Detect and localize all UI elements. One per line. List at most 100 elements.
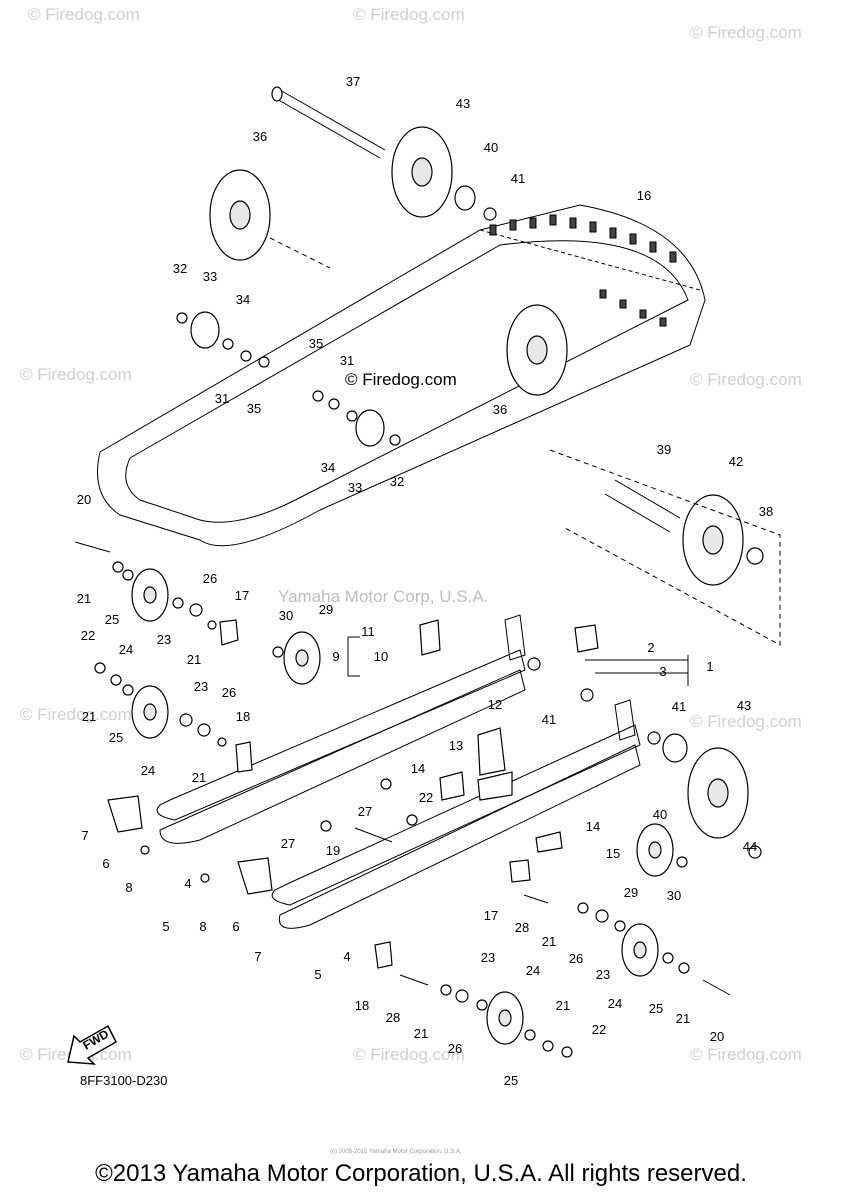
callout-41: 41 <box>511 171 525 186</box>
callout-40: 40 <box>484 140 498 155</box>
center-watermark: Yamaha Motor Corp, U.S.A. <box>278 587 488 606</box>
callout-15: 15 <box>606 846 620 861</box>
callout-17: 17 <box>235 588 249 603</box>
callout-30: 30 <box>667 888 681 903</box>
callout-20: 20 <box>710 1029 724 1044</box>
callout-23: 23 <box>157 632 171 647</box>
callout-21: 21 <box>187 652 201 667</box>
callout-36: 36 <box>493 402 507 417</box>
callout-32: 32 <box>173 261 187 276</box>
callout-12: 12 <box>488 697 502 712</box>
slide-rails <box>156 614 641 929</box>
callout-24: 24 <box>608 996 622 1011</box>
callout-27: 27 <box>281 836 295 851</box>
track-belt <box>97 204 706 547</box>
callout-4: 4 <box>343 949 350 964</box>
callout-26: 26 <box>448 1041 462 1056</box>
callout-26: 26 <box>222 685 236 700</box>
callout-4: 4 <box>184 876 191 891</box>
callout-39: 39 <box>657 442 671 457</box>
callout-29: 29 <box>624 885 638 900</box>
callout-20: 20 <box>77 492 91 507</box>
watermark: © Firedog.com <box>28 5 140 24</box>
watermark: © Firedog.com <box>345 370 457 389</box>
watermark: © Firedog.com <box>20 365 132 384</box>
callout-10: 10 <box>374 649 388 664</box>
callout-21: 21 <box>676 1011 690 1026</box>
callout-21: 21 <box>414 1026 428 1041</box>
callout-21: 21 <box>542 934 556 949</box>
callout-34: 34 <box>321 460 335 475</box>
callout-26: 26 <box>569 951 583 966</box>
watermark: © Firedog.com <box>353 1045 465 1064</box>
callout-33: 33 <box>203 269 217 284</box>
callout-24: 24 <box>526 963 540 978</box>
callout-25: 25 <box>105 612 119 627</box>
callout-8: 8 <box>125 880 132 895</box>
callout-21: 21 <box>556 998 570 1013</box>
callout-41: 41 <box>542 712 556 727</box>
callout-23: 23 <box>194 679 208 694</box>
tiny-copyright: (c) 2005-2015 Yamaha Motor Corporation, … <box>330 1149 462 1155</box>
leader-lines <box>269 237 781 686</box>
callout-44: 44 <box>743 839 757 854</box>
callout-8: 8 <box>199 919 206 934</box>
callout-1: 1 <box>706 659 713 674</box>
callout-5: 5 <box>314 967 321 982</box>
callout-41: 41 <box>672 699 686 714</box>
washers <box>94 207 764 1058</box>
callout-23: 23 <box>481 950 495 965</box>
callout-33: 33 <box>348 480 362 495</box>
callout-31: 31 <box>215 391 229 406</box>
callout-9: 9 <box>332 649 339 664</box>
callout-25: 25 <box>504 1073 518 1088</box>
callout-29: 29 <box>319 602 333 617</box>
watermark: © Firedog.com <box>690 23 802 42</box>
callout-43: 43 <box>456 96 470 111</box>
callout-24: 24 <box>119 642 133 657</box>
callout-38: 38 <box>759 504 773 519</box>
callout-17: 17 <box>484 908 498 923</box>
callout-30: 30 <box>279 608 293 623</box>
callout-3: 3 <box>659 664 666 679</box>
callout-28: 28 <box>515 920 529 935</box>
watermark: © Firedog.com <box>20 705 132 724</box>
idler-wheels <box>209 126 749 839</box>
callout-16: 16 <box>637 188 651 203</box>
callout-6: 6 <box>102 856 109 871</box>
bogie-wheels <box>131 311 674 1045</box>
watermark: © Firedog.com <box>690 1045 802 1064</box>
watermark: © Firedog.com <box>690 370 802 389</box>
callout-34: 34 <box>236 292 250 307</box>
diagram-code: 8FF3100-D230 <box>80 1073 167 1088</box>
callout-21: 21 <box>77 591 91 606</box>
callout-28: 28 <box>386 1010 400 1025</box>
callout-43: 43 <box>737 698 751 713</box>
callout-5: 5 <box>162 919 169 934</box>
callout-32: 32 <box>390 474 404 489</box>
callout-7: 7 <box>81 828 88 843</box>
copyright-notice: ©2013 Yamaha Motor Corporation, U.S.A. A… <box>95 1160 747 1187</box>
callout-6: 6 <box>232 919 239 934</box>
callout-19: 19 <box>326 843 340 858</box>
callout-2: 2 <box>647 640 654 655</box>
callout-37: 37 <box>346 74 360 89</box>
misc-parts <box>74 541 731 996</box>
callout-40: 40 <box>653 807 667 822</box>
callout-14: 14 <box>411 761 425 776</box>
rear-axle <box>271 86 386 159</box>
callout-24: 24 <box>141 763 155 778</box>
callout-21: 21 <box>192 770 206 785</box>
callout-36: 36 <box>253 129 267 144</box>
callout-26: 26 <box>203 571 217 586</box>
callout-22: 22 <box>592 1022 606 1037</box>
callout-35: 35 <box>309 336 323 351</box>
callout-18: 18 <box>236 709 250 724</box>
watermark: © Firedog.com <box>690 712 802 731</box>
callout-22: 22 <box>419 790 433 805</box>
callout-14: 14 <box>586 819 600 834</box>
callout-23: 23 <box>596 967 610 982</box>
watermark: © Firedog.com <box>353 5 465 24</box>
callouts: 37 43 40 41 16 36 32 33 34 31 35 35 31 3… <box>77 74 773 1088</box>
